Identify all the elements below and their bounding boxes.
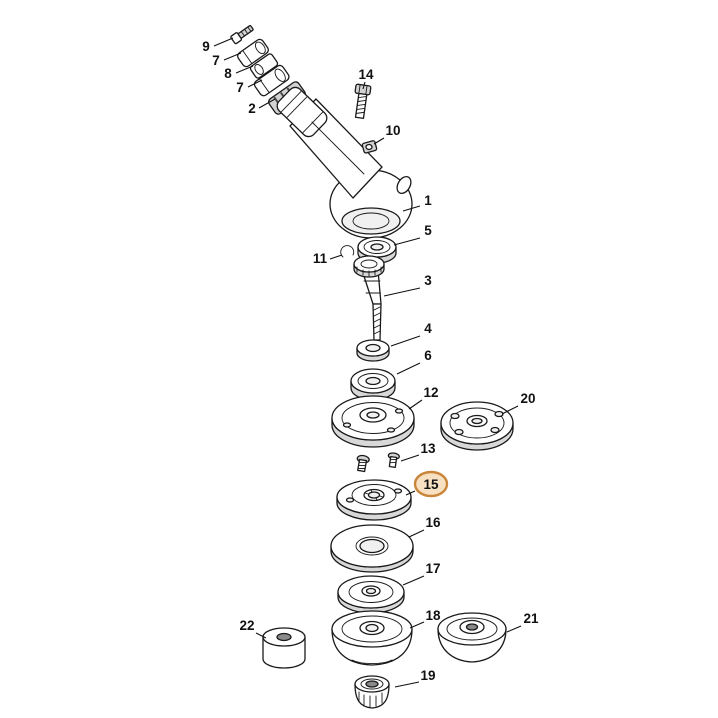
part-12-bearing-plate: [331, 395, 415, 448]
callout-11[interactable]: 11: [313, 251, 343, 266]
part-11-snap-ring: [340, 245, 355, 258]
callout-7-lower[interactable]: 7: [236, 79, 263, 95]
part-18-cup: [331, 610, 413, 666]
callout-18[interactable]: 18: [409, 608, 441, 629]
leader-line: [402, 205, 421, 212]
callout-label-7-lower[interactable]: 7: [236, 80, 244, 95]
leader-line: [362, 81, 366, 90]
callout-label-13[interactable]: 13: [420, 441, 436, 456]
callout-4[interactable]: 4: [390, 321, 432, 347]
callout-label-2[interactable]: 2: [248, 101, 256, 116]
part-1-gear-housing: [276, 86, 413, 239]
part-7-lower-clamp: [253, 64, 290, 97]
part-13-screws: [356, 452, 400, 473]
part-10-nut: [361, 140, 378, 154]
callout-20[interactable]: 20: [501, 391, 536, 415]
callout-1[interactable]: 1: [402, 193, 432, 212]
leader-line: [409, 621, 425, 629]
leader-line: [223, 52, 242, 61]
callout-label-9[interactable]: 9: [202, 39, 210, 54]
callout-label-10[interactable]: 10: [385, 123, 400, 138]
callout-label-16[interactable]: 16: [425, 515, 441, 530]
callout-label-12[interactable]: 12: [423, 385, 438, 400]
callout-label-5[interactable]: 5: [424, 223, 432, 238]
highlight-ring: [413, 470, 449, 498]
leader-line: [506, 625, 522, 633]
leader-line: [400, 454, 420, 462]
callout-6[interactable]: 6: [396, 348, 432, 375]
leader-line: [373, 137, 385, 145]
part-16-disc: [330, 524, 414, 573]
leader-line: [394, 681, 420, 688]
callout-14[interactable]: 14: [358, 67, 374, 90]
callout-label-7-upper[interactable]: 7: [212, 53, 220, 68]
leader-line: [255, 632, 267, 639]
part-15-carrier-plate: [336, 479, 412, 521]
part-7-upper-clamp: [237, 38, 269, 68]
leader-line: [396, 362, 421, 375]
callout-13[interactable]: 13: [400, 441, 436, 462]
part-6-bearing: [350, 368, 396, 401]
callout-label-14[interactable]: 14: [358, 67, 374, 82]
callout-label-20[interactable]: 20: [520, 391, 535, 406]
part-22-spacer: [262, 627, 306, 669]
callout-8[interactable]: 8: [224, 65, 254, 81]
callout-12[interactable]: 12: [408, 385, 439, 410]
leader-line: [329, 254, 343, 260]
callout-16[interactable]: 16: [408, 515, 441, 538]
part-20-cover-plate: [440, 401, 514, 451]
leader-line: [408, 399, 423, 410]
leader-line: [247, 79, 263, 88]
callout-2[interactable]: 2: [248, 98, 276, 116]
callout-label-4[interactable]: 4: [424, 321, 432, 336]
part-9-screw: [230, 24, 254, 45]
callout-label-8[interactable]: 8: [224, 66, 232, 81]
leader-line: [258, 98, 276, 109]
callout-5[interactable]: 5: [393, 223, 432, 246]
part-19-collar-nut: [354, 675, 390, 709]
callout-19[interactable]: 19: [394, 668, 436, 688]
callout-label-6[interactable]: 6: [424, 348, 432, 363]
leader-line: [408, 529, 425, 538]
callout-17[interactable]: 17: [402, 561, 441, 586]
callout-7-upper[interactable]: 7: [212, 52, 242, 68]
part-3-gear-shaft: [353, 255, 385, 341]
callout-label-17[interactable]: 17: [425, 561, 440, 576]
callout-label-11[interactable]: 11: [313, 251, 328, 266]
leader-line: [393, 237, 421, 246]
part-4-washer: [356, 339, 390, 362]
leader-line: [402, 575, 425, 586]
callout-9[interactable]: 9: [202, 37, 234, 54]
callout-21[interactable]: 21: [506, 611, 539, 633]
leader-line: [235, 65, 254, 74]
leader-line: [405, 490, 416, 496]
callout-label-21[interactable]: 21: [523, 611, 539, 626]
leader-line: [390, 335, 421, 347]
leader-line: [383, 287, 421, 297]
leader-line: [501, 405, 519, 415]
callout-label-3[interactable]: 3: [424, 273, 432, 288]
callout-10[interactable]: 10: [373, 123, 401, 145]
callout-3[interactable]: 3: [383, 273, 432, 297]
callout-label-1[interactable]: 1: [424, 193, 432, 208]
callout-label-15[interactable]: 15: [423, 477, 439, 492]
part-8-clamp-ring: [249, 53, 279, 79]
part-17-washer-disc: [337, 575, 405, 614]
part-14-bolt: [354, 83, 372, 120]
part-21-cup: [437, 612, 507, 663]
callout-22[interactable]: 22: [239, 618, 267, 639]
callout-15-highlighted[interactable]: 15: [405, 470, 449, 498]
leader-line: [213, 37, 234, 47]
callout-label-18[interactable]: 18: [425, 608, 441, 623]
callout-label-19[interactable]: 19: [420, 668, 435, 683]
callout-label-22[interactable]: 22: [239, 618, 254, 633]
